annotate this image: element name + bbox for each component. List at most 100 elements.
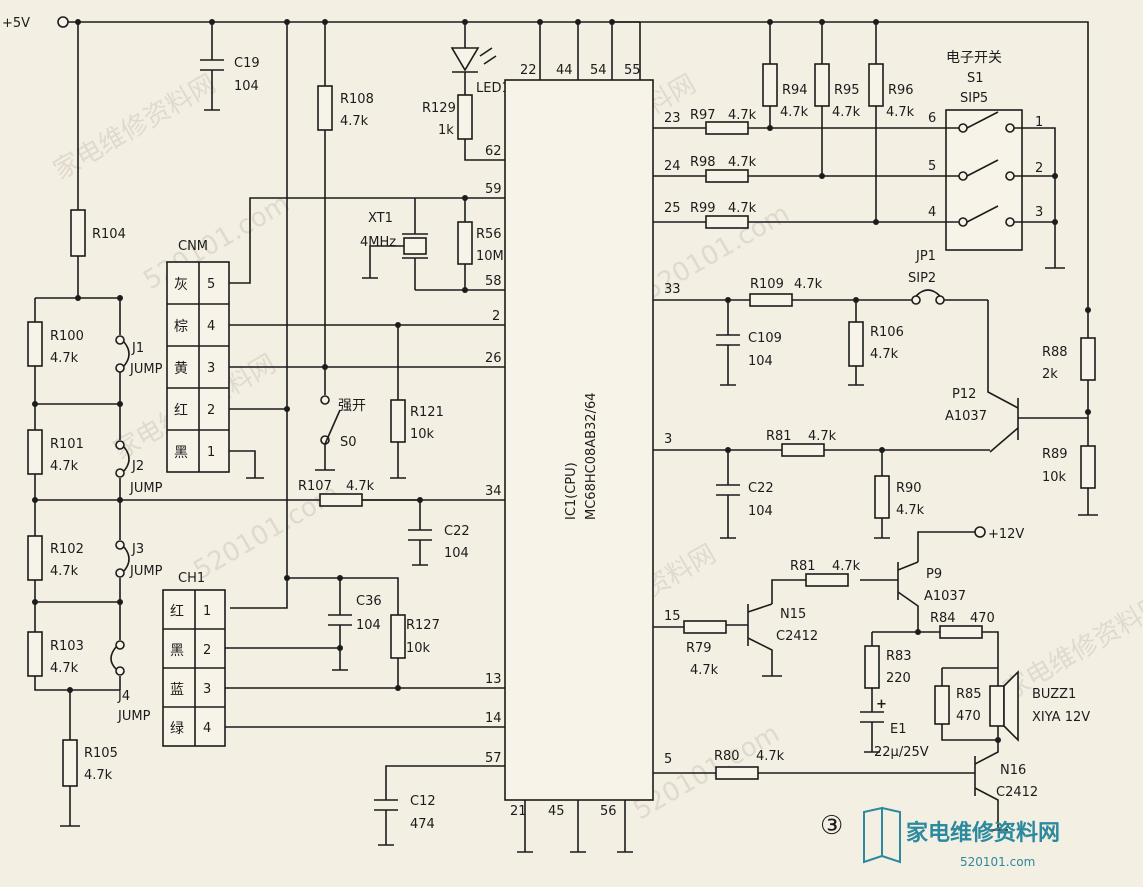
vcc5-label: +5V — [2, 16, 30, 31]
svg-text:4.7k: 4.7k — [886, 105, 915, 120]
svg-text:4.7k: 4.7k — [346, 479, 375, 494]
cnm-connector: 灰 棕 黄 红 黑 5 4 3 2 1 — [166, 261, 230, 473]
ch1-label: CH1 — [178, 571, 205, 586]
s1-electronic-switch[interactable]: 6 5 4 1 2 3 — [928, 109, 1065, 269]
svg-text:5: 5 — [664, 752, 672, 767]
svg-text:25: 25 — [664, 201, 681, 216]
svg-text:4.7k: 4.7k — [728, 201, 757, 216]
svg-text:黑: 黑 — [170, 643, 184, 659]
svg-text:R89: R89 — [1042, 447, 1068, 462]
svg-text:14: 14 — [485, 711, 502, 726]
svg-text:34: 34 — [485, 484, 502, 499]
svg-text:4.7k: 4.7k — [50, 564, 79, 579]
r85-resistor — [934, 685, 950, 725]
svg-text:S1: S1 — [967, 71, 984, 86]
r129-resistor — [457, 94, 473, 140]
r100-resistor — [27, 321, 43, 367]
buzz1-buzzer: BUZZ1 XIYA 12V — [989, 668, 1090, 742]
jumper-j2[interactable]: J2 JUMP — [115, 404, 163, 500]
svg-text:57: 57 — [485, 751, 502, 766]
svg-text:灰: 灰 — [174, 277, 188, 293]
r107-resistor — [319, 493, 363, 507]
svg-text:R80: R80 — [714, 749, 740, 764]
svg-text:BUZZ1: BUZZ1 — [1032, 687, 1076, 702]
svg-text:1: 1 — [203, 604, 211, 619]
svg-text:24: 24 — [664, 159, 681, 174]
svg-text:54: 54 — [590, 63, 607, 78]
jumper-j4[interactable]: J4 JUMP — [110, 602, 151, 724]
svg-text:4.7k: 4.7k — [794, 277, 823, 292]
svg-text:58: 58 — [485, 274, 502, 289]
svg-text:红: 红 — [174, 403, 188, 419]
svg-text:C2412: C2412 — [776, 629, 818, 644]
n16-transistor: N16 C2412 — [974, 740, 1038, 831]
svg-text:13: 13 — [485, 672, 502, 687]
jumper-j3[interactable]: J3 JUMP — [115, 500, 163, 602]
svg-text:R97: R97 — [690, 108, 716, 123]
led1: LED1 — [450, 22, 510, 96]
svg-text:4: 4 — [928, 205, 936, 220]
svg-text:26: 26 — [485, 351, 502, 366]
svg-text:21: 21 — [510, 804, 527, 819]
svg-text:10k: 10k — [1042, 470, 1067, 485]
svg-text:R102: R102 — [50, 542, 84, 557]
svg-text:N16: N16 — [1000, 763, 1026, 778]
s1-title: 电子开关 — [946, 50, 1002, 66]
r88-resistor — [1080, 337, 1096, 381]
svg-text:4.7k: 4.7k — [808, 429, 837, 444]
r89-resistor — [1080, 445, 1096, 489]
cnm-label: CNM — [178, 239, 208, 254]
svg-text:A1037: A1037 — [945, 409, 987, 424]
s0-force-on-switch[interactable]: 强开 S0 — [315, 395, 366, 471]
svg-text:R95: R95 — [834, 83, 860, 98]
r105-resistor — [62, 739, 78, 787]
svg-text:4MHz: 4MHz — [360, 235, 396, 250]
svg-text:4: 4 — [203, 721, 211, 736]
c36-capacitor: C36 104 — [328, 578, 382, 671]
svg-text:C12: C12 — [410, 794, 436, 809]
svg-text:104: 104 — [748, 504, 773, 519]
jumper-j1[interactable]: J1 JUMP — [115, 298, 163, 404]
r83-resistor — [864, 645, 880, 689]
svg-text:C109: C109 — [748, 331, 782, 346]
svg-text:R106: R106 — [870, 325, 904, 340]
svg-text:1k: 1k — [438, 123, 454, 138]
svg-text:22: 22 — [520, 63, 537, 78]
svg-text:S0: S0 — [340, 435, 357, 450]
svg-text:IC1(CPU): IC1(CPU) — [564, 462, 579, 520]
svg-text:4.7k: 4.7k — [832, 105, 861, 120]
svg-text:4.7k: 4.7k — [780, 105, 809, 120]
svg-text:1: 1 — [1035, 115, 1043, 130]
r127-resistor — [390, 614, 406, 659]
svg-text:A1037: A1037 — [924, 589, 966, 604]
svg-text:2: 2 — [492, 309, 500, 324]
svg-text:R99: R99 — [690, 201, 716, 216]
svg-text:+: + — [876, 697, 887, 712]
svg-text:C36: C36 — [356, 594, 382, 609]
jp1-jumper[interactable]: JP1 SIP2 — [908, 249, 945, 305]
svg-text:P9: P9 — [926, 567, 942, 582]
svg-text:2: 2 — [203, 643, 211, 658]
r108-resistor — [317, 85, 333, 131]
p12-transistor: P12 A1037 — [945, 387, 1088, 453]
c22-left-capacitor: C22 104 — [408, 500, 470, 566]
svg-text:J2: J2 — [131, 459, 144, 474]
r79-resistor — [683, 620, 727, 634]
svg-text:4.7k: 4.7k — [832, 559, 861, 574]
svg-text:R105: R105 — [84, 746, 118, 761]
svg-text:4: 4 — [207, 319, 215, 334]
svg-text:10k: 10k — [406, 641, 431, 656]
svg-text:黄: 黄 — [174, 360, 188, 377]
svg-text:1: 1 — [207, 445, 215, 460]
svg-text:JUMP: JUMP — [117, 709, 151, 724]
svg-text:J4: J4 — [117, 689, 130, 704]
r94-resistor — [762, 63, 778, 107]
svg-text:J3: J3 — [131, 542, 144, 557]
svg-text:470: 470 — [970, 611, 995, 626]
svg-text:JUMP: JUMP — [129, 362, 163, 377]
svg-text:104: 104 — [234, 79, 259, 94]
r81-bottom-resistor — [805, 573, 849, 587]
svg-text:R79: R79 — [686, 641, 712, 656]
site-logo: 家电维修资料网 520101.com — [863, 806, 1060, 869]
svg-text:红: 红 — [170, 604, 184, 620]
